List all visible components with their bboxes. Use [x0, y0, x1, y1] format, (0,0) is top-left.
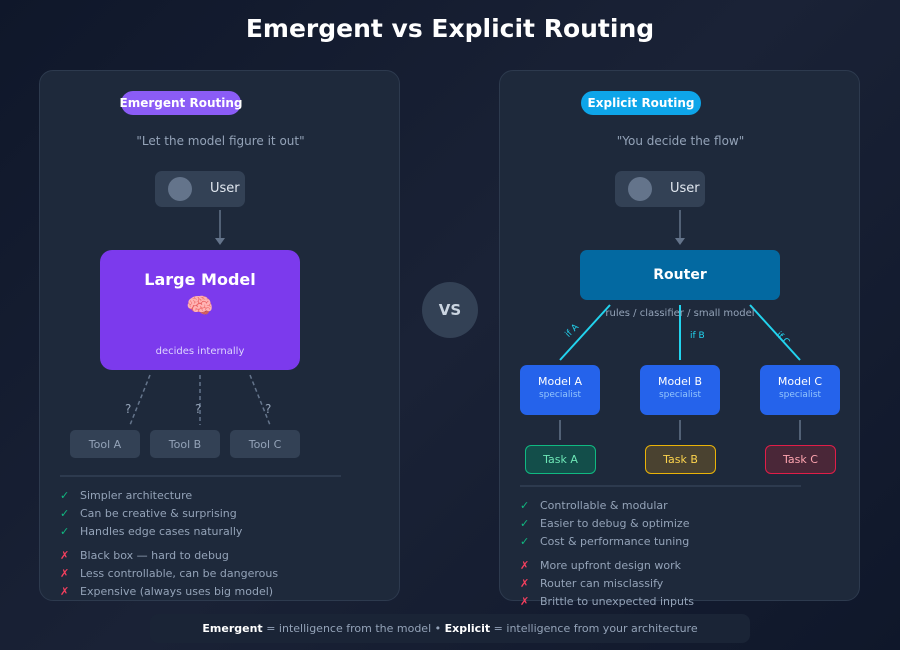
specialist-model-node: Model A specialist [520, 365, 600, 415]
con-item: ✗More upfront design work [520, 558, 681, 572]
emergent-tradeoffs-list: ✓Simpler architecture ✓Can be creative &… [60, 486, 278, 600]
arrowhead-icon [675, 238, 685, 245]
footer-emergent-term: Emergent [202, 622, 263, 635]
explicit-user-node: User [615, 171, 705, 207]
footer-summary: Emergent = intelligence from the model •… [150, 614, 750, 643]
tool-node: Tool C [230, 430, 300, 458]
con-item: ✗Less controllable, can be dangerous [60, 566, 279, 580]
explicit-badge: Explicit Routing [581, 91, 701, 115]
brain-icon: 🧠 [186, 294, 214, 319]
uncertain-mark: ? [195, 402, 202, 416]
large-model-subtitle: decides internally [155, 346, 245, 357]
arrowhead-icon [215, 238, 225, 245]
pro-item: ✓Controllable & modular [520, 498, 668, 512]
con-item: ✗Brittle to unexpected inputs [520, 594, 695, 608]
footer-explicit-desc: = intelligence from your architecture [490, 622, 698, 635]
pro-item: ✓Cost & performance tuning [520, 534, 690, 548]
specialist-model-node: Model C specialist [760, 365, 840, 415]
explicit-panel: Explicit Routing "You decide the flow" U… [499, 70, 860, 608]
cross-icon: ✗ [520, 594, 530, 608]
explicit-tradeoffs-list: ✓Controllable & modular ✓Easier to debug… [520, 496, 694, 610]
check-icon: ✓ [60, 488, 70, 502]
con-item: ✗Black box — hard to debug [60, 548, 229, 562]
cross-icon: ✗ [60, 584, 70, 598]
task-node: Task B [645, 445, 716, 474]
check-icon: ✓ [520, 498, 530, 512]
route-line-a [559, 304, 611, 361]
dashed-link-tool-c [249, 374, 271, 426]
check-icon: ✓ [60, 506, 70, 520]
tool-node: Tool B [150, 430, 220, 458]
emergent-quote: "Let the model figure it out" [136, 134, 305, 148]
user-label: User [210, 181, 240, 196]
vs-badge: VS [422, 282, 478, 338]
user-avatar-icon [628, 177, 652, 201]
con-item: ✗Expensive (always uses big model) [60, 584, 274, 598]
footer-emergent-desc: = intelligence from the model • [262, 622, 445, 635]
cross-icon: ✗ [520, 576, 530, 590]
cross-icon: ✗ [60, 548, 70, 562]
task-node: Task C [765, 445, 836, 474]
user-avatar-icon [168, 177, 192, 201]
user-label: User [670, 181, 700, 196]
condition-label: if B [690, 331, 705, 341]
emergent-user-node: User [155, 171, 245, 207]
router-subtitle: rules / classifier / small model [605, 308, 755, 319]
large-model-title: Large Model [144, 270, 256, 289]
footer-explicit-term: Explicit [444, 622, 491, 635]
explicit-quote: "You decide the flow" [616, 134, 745, 148]
page-title: Emergent vs Explicit Routing [245, 14, 655, 43]
check-icon: ✓ [60, 524, 70, 538]
check-icon: ✓ [520, 516, 530, 530]
router-node: Router [580, 250, 780, 300]
check-icon: ✓ [520, 534, 530, 548]
task-node: Task A [525, 445, 596, 474]
emergent-badge: Emergent Routing [120, 91, 242, 115]
route-line-c [749, 304, 801, 361]
explicit-divider [520, 485, 801, 487]
cross-icon: ✗ [60, 566, 70, 580]
dashed-link-tool-a [129, 374, 151, 426]
con-item: ✗Router can misclassify [520, 576, 664, 590]
pro-item: ✓Can be creative & surprising [60, 506, 237, 520]
emergent-divider [60, 475, 341, 477]
tool-node: Tool A [70, 430, 140, 458]
uncertain-mark: ? [265, 402, 272, 416]
large-model-node: Large Model 🧠 decides internally [100, 250, 300, 370]
pro-item: ✓Simpler architecture [60, 488, 193, 502]
cross-icon: ✗ [520, 558, 530, 572]
specialist-model-node: Model B specialist [640, 365, 720, 415]
pro-item: ✓Easier to debug & optimize [520, 516, 690, 530]
uncertain-mark: ? [125, 402, 132, 416]
pro-item: ✓Handles edge cases naturally [60, 524, 243, 538]
